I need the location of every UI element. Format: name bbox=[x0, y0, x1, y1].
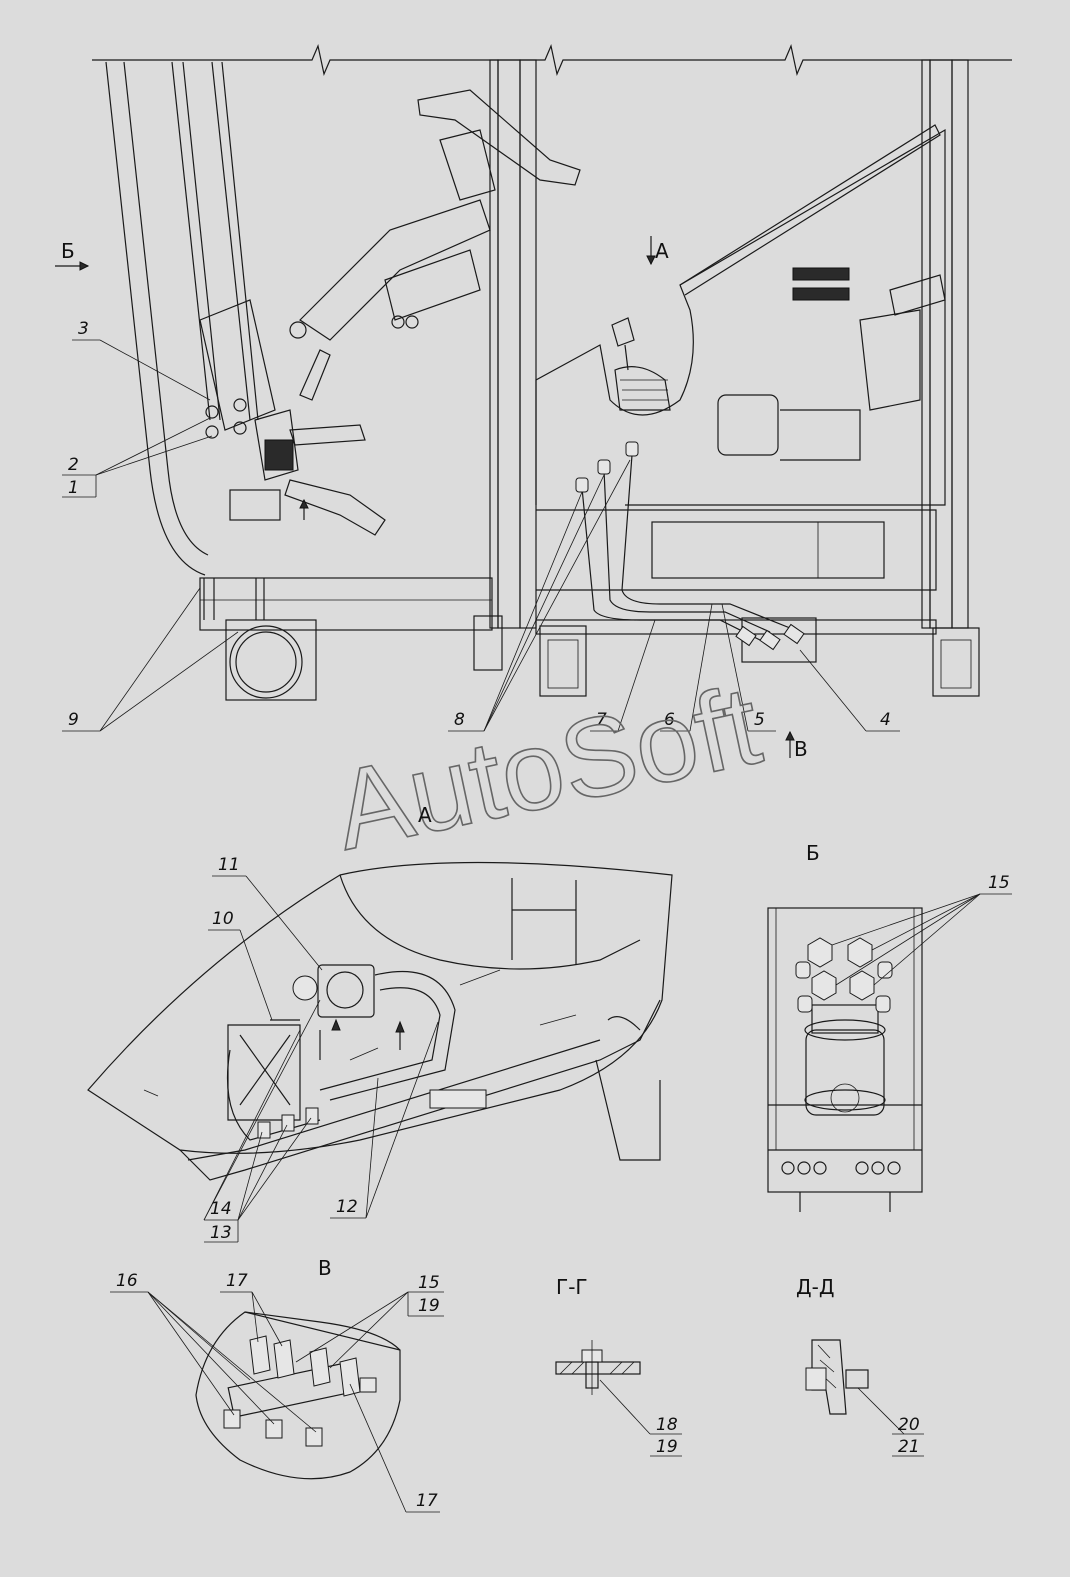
view-a-title: А bbox=[418, 803, 432, 827]
callout-10: 10 bbox=[212, 909, 234, 929]
section-d-title: Д-Д bbox=[796, 1275, 834, 1299]
view-b-fittings bbox=[795, 937, 893, 1013]
callout-20: 20 bbox=[898, 1415, 920, 1435]
section-g-title: Г-Г bbox=[556, 1275, 588, 1299]
section-arrow-v-label: В bbox=[794, 737, 808, 761]
view-v: В 16 17 15 19 17 bbox=[110, 1256, 444, 1513]
view-b: Б bbox=[767, 841, 1012, 1212]
callout-2: 2 bbox=[68, 455, 79, 475]
callout-5: 5 bbox=[754, 710, 765, 730]
callout-12: 12 bbox=[336, 1197, 358, 1217]
callout-19-view-v: 19 bbox=[418, 1296, 440, 1316]
callout-21: 21 bbox=[898, 1437, 920, 1457]
watermark: AutoSoft bbox=[324, 662, 770, 874]
callout-1: 1 bbox=[68, 478, 79, 498]
main-side-view: Б А В bbox=[55, 44, 1012, 761]
callout-11: 11 bbox=[218, 855, 240, 875]
view-b-port-row bbox=[781, 1161, 901, 1212]
view-v-title: В bbox=[318, 1256, 332, 1280]
callout-18: 18 bbox=[656, 1415, 678, 1435]
view-a: А bbox=[87, 803, 673, 1181]
callout-13: 13 bbox=[210, 1223, 232, 1243]
section-g: Г-Г 18 19 bbox=[555, 1275, 682, 1457]
callout-16: 16 bbox=[116, 1271, 138, 1291]
callout-14: 14 bbox=[210, 1199, 232, 1219]
callout-17-top: 17 bbox=[226, 1271, 248, 1291]
callout-4: 4 bbox=[880, 710, 891, 730]
callout-15-view-b: 15 bbox=[988, 873, 1010, 893]
callout-7: 7 bbox=[596, 710, 607, 730]
main-callouts: 3 2 1 9 8 7 6 5 4 bbox=[62, 319, 900, 732]
callout-3: 3 bbox=[78, 319, 89, 339]
callout-19-section-g: 19 bbox=[656, 1437, 678, 1457]
view-a-callouts: 10 11 12 14 13 bbox=[203, 855, 439, 1243]
view-b-title: Б bbox=[806, 841, 820, 865]
callout-15-view-v: 15 bbox=[418, 1273, 440, 1293]
section-arrow-b-label: Б bbox=[61, 239, 75, 263]
callout-17-bottom: 17 bbox=[416, 1491, 438, 1511]
section-arrow-a-label: А bbox=[655, 239, 669, 263]
callout-8: 8 bbox=[454, 710, 465, 730]
callout-9: 9 bbox=[68, 710, 79, 730]
callout-6: 6 bbox=[664, 710, 675, 730]
view-v-valves bbox=[223, 1335, 377, 1447]
section-d: Д-Д 20 21 bbox=[796, 1275, 924, 1457]
